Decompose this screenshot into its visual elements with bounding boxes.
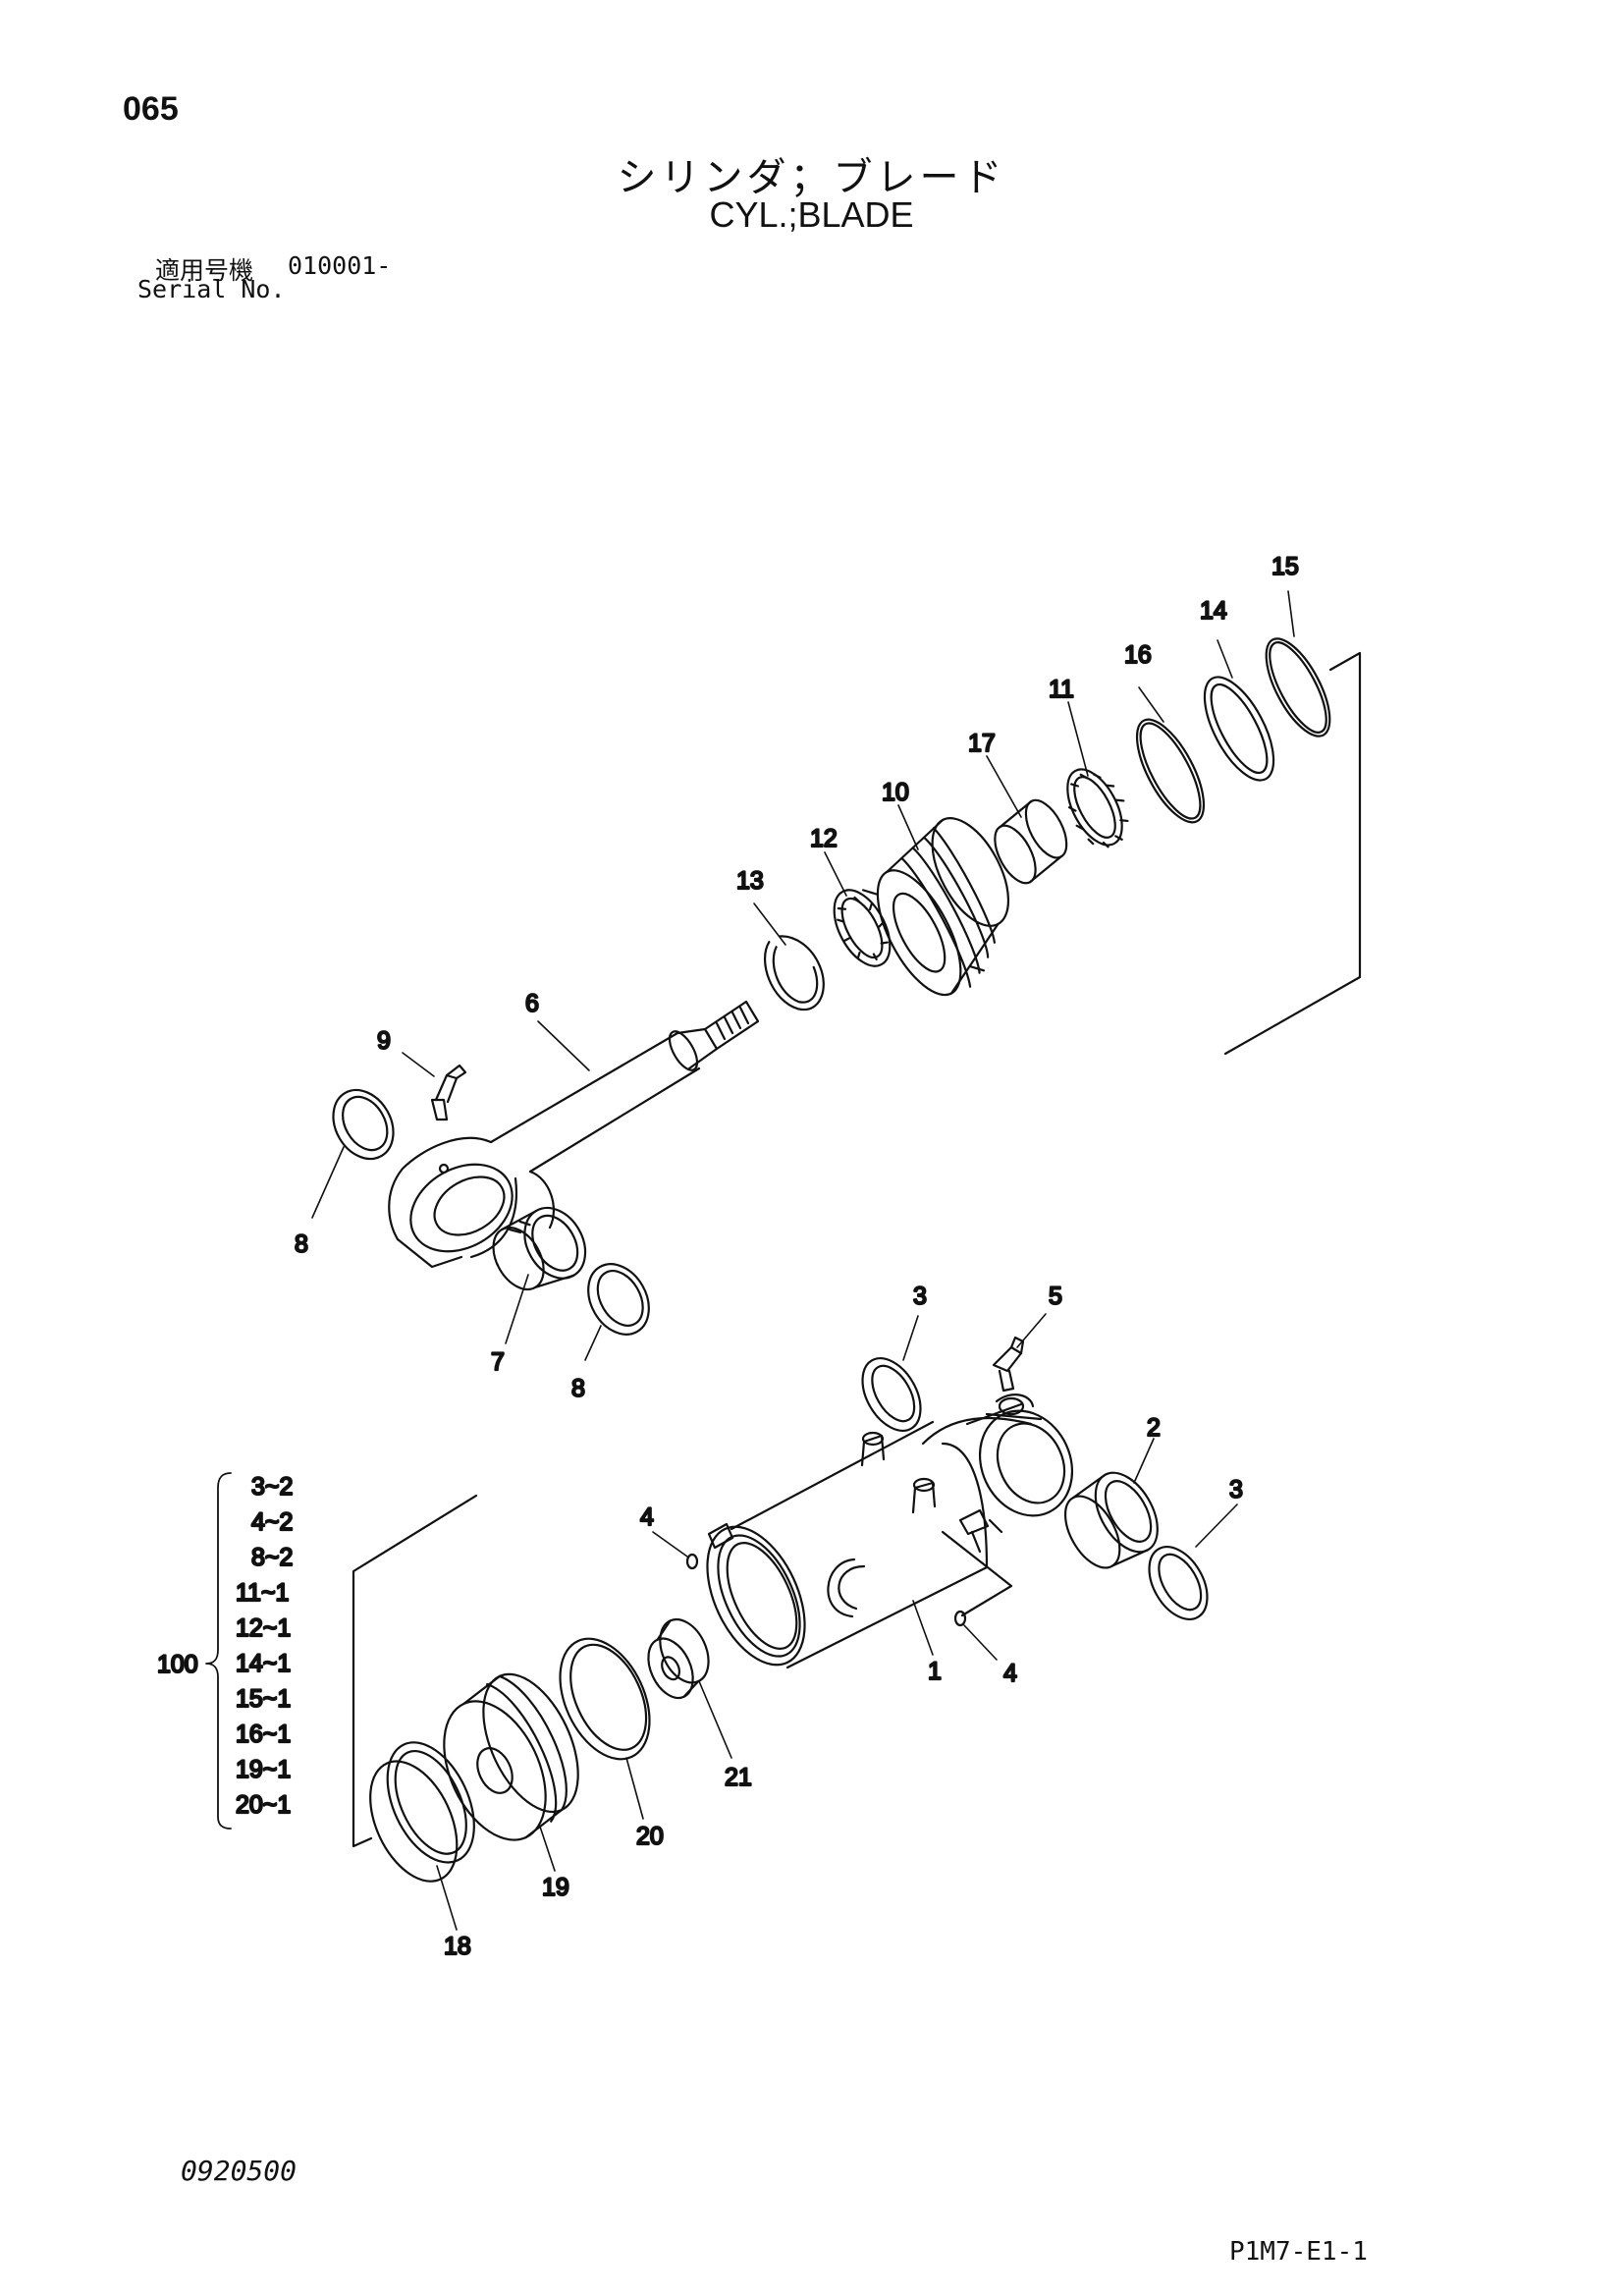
- serial-label-english: Serial No.: [137, 275, 286, 303]
- kit-item: 19~1: [236, 1756, 291, 1783]
- part-11-wear-ring: [1066, 768, 1129, 848]
- kit-brace: [205, 1472, 232, 1830]
- part-17-bushing: [994, 798, 1068, 885]
- document-code: 0920500: [181, 2155, 298, 2187]
- callout-20: 20: [636, 1823, 664, 1850]
- callout-4-right: 4: [1003, 1660, 1017, 1687]
- callout-16: 16: [1124, 641, 1152, 669]
- serial-value: 010001-: [288, 251, 392, 280]
- part-8-bushing-right: [587, 1263, 650, 1336]
- kit-item: 3~2: [251, 1473, 293, 1501]
- callout-11: 11: [1049, 676, 1074, 703]
- part-7-bushing: [492, 1206, 587, 1291]
- callout-13: 13: [736, 867, 764, 895]
- kit-item: 15~1: [236, 1685, 291, 1713]
- callout-10: 10: [882, 779, 909, 806]
- part-18-ring: [369, 1741, 475, 1883]
- part-15-o-ring: [1265, 637, 1331, 738]
- callout-2: 2: [1147, 1414, 1161, 1442]
- callout-18: 18: [444, 1933, 471, 1960]
- serial-label-japanese: 適用号機: [155, 256, 254, 285]
- kit-item: 14~1: [236, 1650, 291, 1677]
- callout-8-lower: 8: [571, 1375, 585, 1402]
- part-12-seal: [833, 889, 892, 967]
- part-10-cylinder-head: [862, 817, 1010, 997]
- callout-3-right: 3: [1229, 1476, 1243, 1503]
- title-english: CYL.;BLADE: [709, 194, 914, 235]
- page-number: 065: [123, 90, 179, 128]
- part-13-snap-ring: [764, 935, 825, 1011]
- kit-item: 11~1: [236, 1579, 289, 1607]
- callout-21: 21: [725, 1764, 752, 1791]
- callout-9: 9: [377, 1027, 391, 1055]
- callout-8-upper: 8: [295, 1230, 308, 1258]
- part-14-backup-ring: [1203, 676, 1275, 782]
- part-20-o-ring: [559, 1637, 651, 1761]
- part-5-grease-fitting: [992, 1336, 1025, 1393]
- title-japanese: シリンダ；ブレード: [617, 155, 1006, 200]
- callout-1: 1: [928, 1658, 942, 1685]
- part-21-nut: [647, 1617, 710, 1700]
- callout-15: 15: [1271, 553, 1299, 580]
- callout-7: 7: [491, 1348, 505, 1376]
- kit-item: 16~1: [236, 1721, 291, 1748]
- part-8-bushing-left: [332, 1088, 395, 1161]
- part-9-grease-fitting: [430, 1064, 467, 1121]
- seal-kit-list: 100 3~2 4~2 8~2 11~1 12~1 14~1 15~1 16~1…: [156, 1472, 295, 1830]
- part-2-bushing: [1063, 1471, 1159, 1569]
- callout-17: 17: [968, 730, 996, 757]
- callout-14: 14: [1200, 597, 1227, 625]
- callout-5: 5: [1049, 1283, 1062, 1310]
- callout-4-left: 4: [640, 1503, 654, 1531]
- kit-item: 20~1: [236, 1791, 291, 1819]
- part-16-o-ring: [1135, 718, 1206, 824]
- page-code: P1M7-E1-1: [1229, 2237, 1368, 2267]
- kit-item: 8~2: [251, 1544, 293, 1571]
- kit-item: 4~2: [251, 1508, 293, 1536]
- kit-item: 12~1: [236, 1614, 291, 1642]
- part-1-cylinder-tube: [706, 1394, 1074, 1669]
- part-3-bushing-right: [1148, 1546, 1209, 1620]
- callout-3-top: 3: [913, 1283, 927, 1310]
- part-6-piston-rod: [388, 1000, 760, 1269]
- callout-19: 19: [542, 1874, 569, 1901]
- callout-12: 12: [810, 825, 838, 852]
- part-4-o-ring-right: [953, 1610, 967, 1627]
- leader-lines: [311, 590, 1295, 1931]
- tube-assembly: [352, 1336, 1209, 1883]
- kit-number: 100: [157, 1651, 198, 1678]
- rod-assembly: [332, 637, 1362, 1336]
- callout-numbers: 15 14 16 11 17 10 12 13 6 9 8 7 8 3 5 2 …: [294, 552, 1300, 1961]
- callout-6: 6: [525, 990, 539, 1017]
- part-4-o-ring-left: [685, 1553, 699, 1570]
- part-3-bushing-top: [861, 1357, 922, 1432]
- part-19-piston: [443, 1672, 579, 1841]
